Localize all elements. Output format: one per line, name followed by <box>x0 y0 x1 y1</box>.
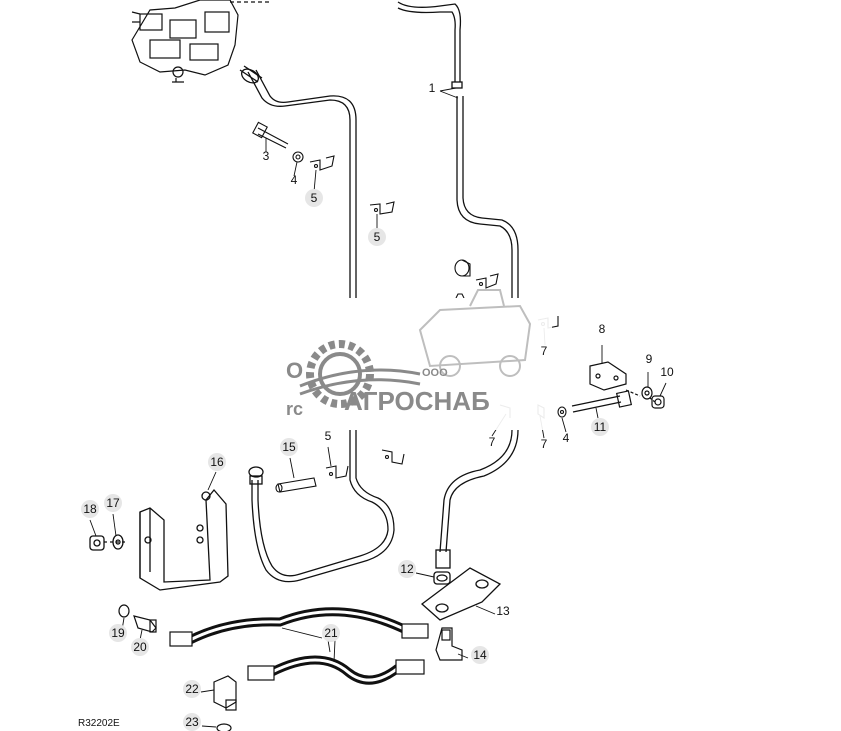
callout-9: 9 <box>646 352 653 366</box>
callout-number: 5 <box>374 230 381 244</box>
callout-number: 13 <box>496 604 510 618</box>
callout-5: 5 <box>325 429 332 443</box>
upper-hardware <box>252 121 499 299</box>
callout-shade <box>183 680 201 698</box>
bracket-16 <box>89 488 229 591</box>
callout-number: 21 <box>324 626 338 640</box>
lower-right-line <box>435 429 519 569</box>
callout-12: 12 <box>398 560 416 578</box>
callout-number: 3 <box>263 149 270 163</box>
callout-number: 16 <box>210 455 224 469</box>
callout-11: 11 <box>591 418 609 436</box>
callout-21: 21 <box>322 624 340 642</box>
leader-lines <box>89 87 667 728</box>
callout-number: 7 <box>489 435 496 449</box>
figure-code: R32202E <box>78 718 120 729</box>
lower-left-line <box>248 430 395 583</box>
callout-shade <box>81 500 99 518</box>
callout-18: 18 <box>81 500 99 518</box>
callout-1: 1 <box>429 81 436 95</box>
callout-13: 13 <box>496 604 510 618</box>
callout-23: 23 <box>183 713 201 731</box>
callout-shade <box>471 646 489 664</box>
valve-block <box>131 0 270 83</box>
watermark: O rc ООО АГРОСНАБ <box>282 289 552 430</box>
callout-number: 11 <box>594 420 607 434</box>
callout-shade <box>305 189 323 207</box>
callout-shade <box>322 624 340 642</box>
callout-number: 1 <box>429 81 436 95</box>
callout-10: 10 <box>660 365 674 379</box>
callout-4: 4 <box>563 431 570 445</box>
fittings <box>118 604 463 731</box>
hose-upper <box>169 607 429 647</box>
callout-22: 22 <box>183 680 201 698</box>
callout-number: 15 <box>282 440 296 454</box>
watermark-brand-text: АГРОСНАБ <box>344 386 490 416</box>
callout-number: 18 <box>83 502 97 516</box>
watermark-fragment-2: rc <box>286 399 303 419</box>
watermark-small-text: ООО <box>422 367 448 379</box>
callout-number: 12 <box>400 562 414 576</box>
callout-8: 8 <box>599 322 606 336</box>
callout-5: 5 <box>305 189 323 207</box>
watermark-fragment-1: O <box>286 358 303 383</box>
gear-logo-icon <box>299 340 421 408</box>
callout-number: 17 <box>106 496 120 510</box>
callout-shade <box>398 560 416 578</box>
callout-number: 7 <box>541 344 548 358</box>
callout-16: 16 <box>208 453 226 471</box>
callout-number: 14 <box>473 648 487 662</box>
callout-7: 7 <box>541 437 548 451</box>
bracket-13 <box>420 567 502 621</box>
callout-shade <box>280 438 298 456</box>
callout-number: 5 <box>325 429 332 443</box>
callout-number: 8 <box>599 322 606 336</box>
callout-number: 4 <box>291 173 298 187</box>
callout-number: 9 <box>646 352 653 366</box>
callout-20: 20 <box>131 638 149 656</box>
callout-number: 4 <box>563 431 570 445</box>
callout-14: 14 <box>471 646 489 664</box>
callout-17: 17 <box>104 494 122 512</box>
upper-right-line <box>397 1 519 298</box>
callout-number: 22 <box>185 682 199 696</box>
callout-number: 23 <box>185 715 199 729</box>
callout-4: 4 <box>291 173 298 187</box>
callout-15: 15 <box>280 438 298 456</box>
callout-shade <box>131 638 149 656</box>
bracket-assembly <box>571 361 665 413</box>
callout-number: 5 <box>311 191 318 205</box>
callout-7: 7 <box>489 435 496 449</box>
callout-number: 10 <box>660 365 674 379</box>
callout-shade <box>208 453 226 471</box>
callout-shade <box>104 494 122 512</box>
hose-lower <box>247 655 425 685</box>
callout-shade <box>109 624 127 642</box>
callout-number: 19 <box>111 626 125 640</box>
callout-19: 19 <box>109 624 127 642</box>
callout-shade <box>183 713 201 731</box>
callout-shade <box>368 228 386 246</box>
callout-number: 7 <box>541 437 548 451</box>
callout-number: 20 <box>133 640 147 654</box>
upper-left-line <box>239 65 357 298</box>
callout-5: 5 <box>368 228 386 246</box>
callout-3: 3 <box>263 149 270 163</box>
callout-shade <box>591 418 609 436</box>
callout-7: 7 <box>541 344 548 358</box>
